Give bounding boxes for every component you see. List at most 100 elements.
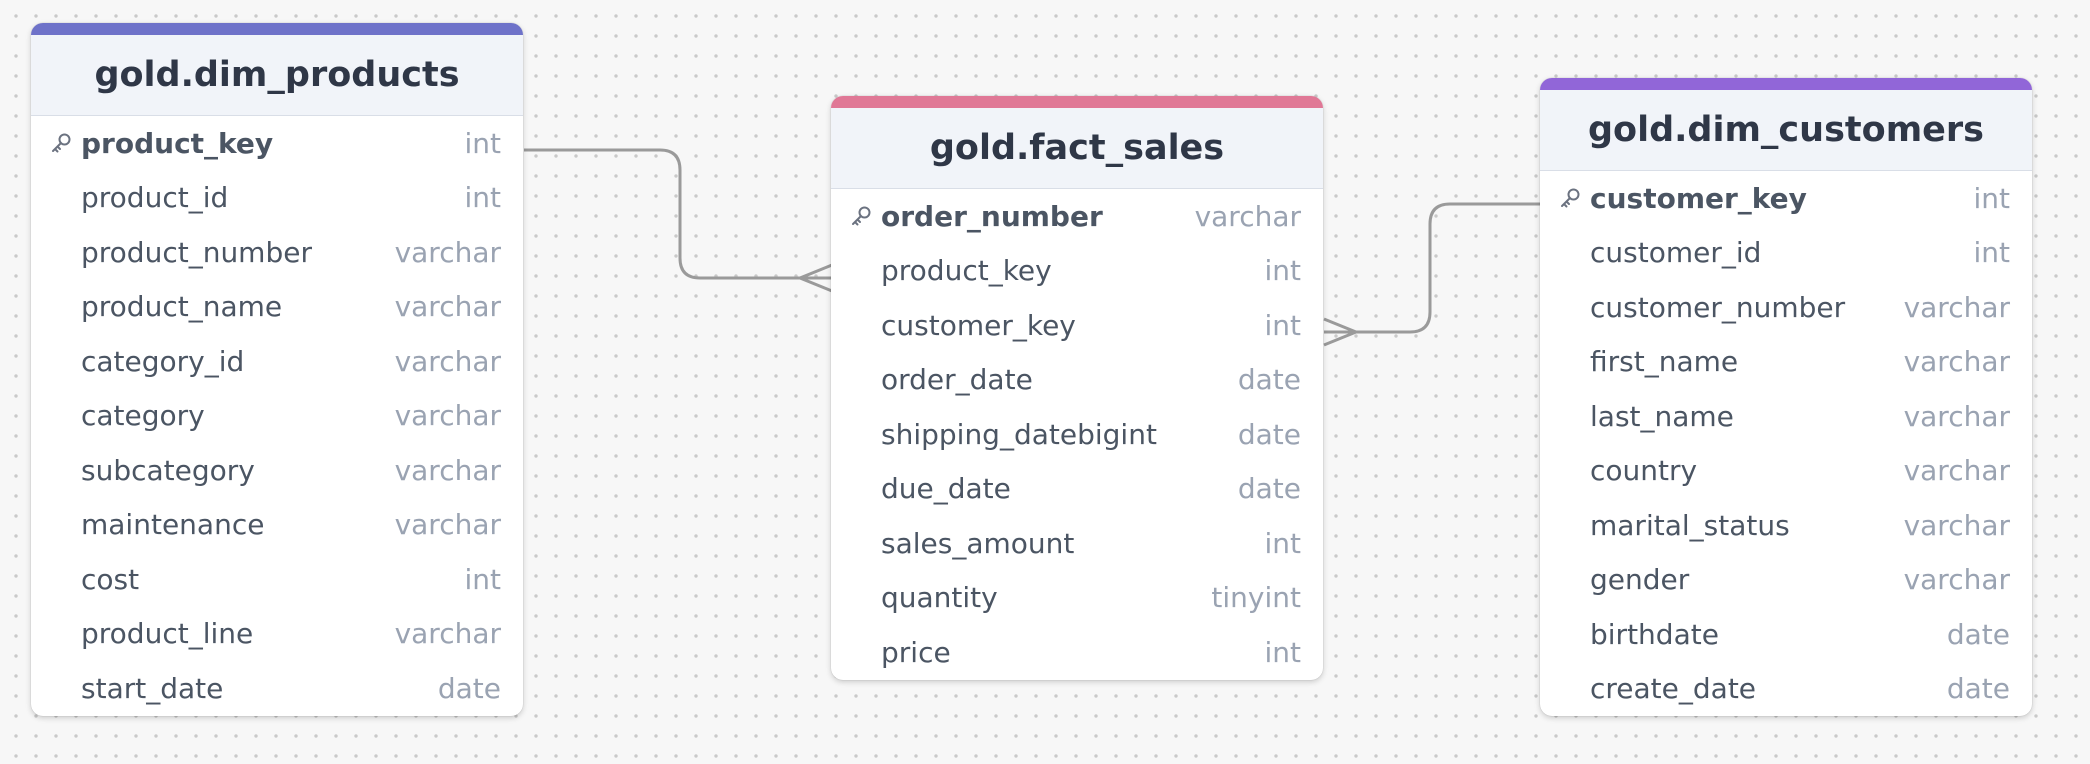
column-type: date — [1946, 672, 2010, 706]
column-type: tinyint — [1211, 581, 1301, 615]
column-name: product_number — [81, 235, 312, 269]
relationship-customer-key-line[interactable] — [1324, 202, 1540, 334]
column-type: int — [1264, 254, 1301, 288]
table-fact-sales[interactable]: gold.fact_sales order_number varchar produ… — [831, 96, 1323, 680]
column-type: int — [1264, 526, 1301, 560]
primary-key-icon — [49, 131, 73, 155]
column-row-product-id[interactable]: product_id int — [31, 171, 523, 226]
column-type: varchar — [1903, 454, 2010, 488]
column-row-first-name[interactable]: first_name varchar — [1540, 335, 2032, 390]
column-name: maintenance — [81, 508, 265, 542]
relationship-customer-key-crowfoot — [1323, 317, 1360, 347]
column-row-product-key[interactable]: product_key int — [831, 244, 1323, 299]
column-name: cost — [81, 562, 140, 596]
column-type: int — [1973, 236, 2010, 270]
column-row-last-name[interactable]: last_name varchar — [1540, 389, 2032, 444]
column-name: customer_number — [1590, 290, 1846, 324]
primary-key-icon — [1558, 186, 1582, 210]
column-row-customer-key[interactable]: customer_key int — [1540, 171, 2032, 226]
column-row-order-date[interactable]: order_date date — [831, 353, 1323, 408]
column-name: subcategory — [81, 453, 255, 487]
column-type: date — [1237, 417, 1301, 451]
column-type: int — [464, 181, 501, 215]
column-name: product_id — [81, 181, 229, 215]
table-header: gold.fact_sales — [831, 108, 1323, 189]
column-name: order_number — [881, 199, 1103, 233]
column-type: varchar — [1903, 345, 2010, 379]
column-type: int — [464, 126, 501, 160]
column-name: product_key — [81, 126, 274, 160]
column-row-product-key[interactable]: product_key int — [31, 116, 523, 171]
column-name: customer_key — [1590, 181, 1807, 215]
column-type: int — [1973, 181, 2010, 215]
column-type: varchar — [394, 453, 501, 487]
table-accent-bar — [1540, 78, 2032, 90]
column-row-category[interactable]: category varchar — [31, 389, 523, 444]
column-row-product-name[interactable]: product_name varchar — [31, 280, 523, 335]
column-type: varchar — [394, 399, 501, 433]
table-title: gold.dim_products — [94, 55, 460, 95]
column-row-create-date[interactable]: create_date date — [1540, 662, 2032, 717]
relationship-product-key-line[interactable] — [524, 148, 832, 280]
column-type: varchar — [394, 508, 501, 542]
column-type: varchar — [394, 617, 501, 651]
column-row-maintenance[interactable]: maintenance varchar — [31, 498, 523, 553]
column-row-order-number[interactable]: order_number varchar — [831, 189, 1323, 244]
column-row-quantity[interactable]: quantity tinyint — [831, 571, 1323, 626]
column-name: marital_status — [1590, 508, 1790, 542]
column-type: varchar — [394, 290, 501, 324]
column-type: date — [437, 671, 501, 705]
column-name: gender — [1590, 563, 1690, 597]
column-type: date — [1946, 617, 2010, 651]
column-name: country — [1590, 454, 1698, 488]
column-name: customer_key — [881, 308, 1076, 342]
column-name: product_key — [881, 254, 1052, 288]
column-name: due_date — [881, 472, 1011, 506]
column-name: sales_amount — [881, 526, 1075, 560]
column-name: product_name — [81, 290, 283, 324]
table-header: gold.dim_products — [31, 35, 523, 116]
column-type: varchar — [1194, 199, 1301, 233]
column-type: varchar — [394, 344, 501, 378]
column-row-start-date[interactable]: start_date date — [31, 661, 523, 716]
table-title: gold.dim_customers — [1587, 110, 1985, 150]
column-type: varchar — [1903, 399, 2010, 433]
column-name: start_date — [81, 671, 224, 705]
column-row-country[interactable]: country varchar — [1540, 444, 2032, 499]
column-name: order_date — [881, 363, 1033, 397]
column-row-customer-id[interactable]: customer_id int — [1540, 226, 2032, 281]
table-header: gold.dim_customers — [1540, 90, 2032, 171]
column-name: create_date — [1590, 672, 1757, 706]
primary-key-icon — [849, 204, 873, 228]
relationship-product-key-crowfoot — [796, 263, 833, 293]
column-row-customer-number[interactable]: customer_number varchar — [1540, 280, 2032, 335]
column-name: first_name — [1590, 345, 1739, 379]
column-type: int — [1264, 635, 1301, 669]
column-name: category — [81, 399, 205, 433]
column-name: last_name — [1590, 399, 1734, 433]
column-name: product_line — [81, 617, 254, 651]
column-row-product-line[interactable]: product_line varchar — [31, 607, 523, 662]
column-name: customer_id — [1590, 236, 1762, 270]
column-row-sales-amount[interactable]: sales_amount int — [831, 516, 1323, 571]
column-type: date — [1237, 363, 1301, 397]
column-name: quantity — [881, 581, 998, 615]
column-row-subcategory[interactable]: subcategory varchar — [31, 443, 523, 498]
column-type: varchar — [1903, 290, 2010, 324]
